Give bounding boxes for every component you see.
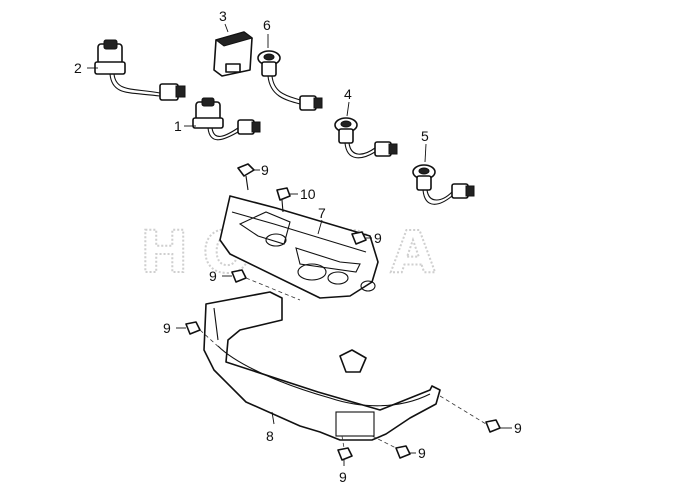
part-1-switch-harness (192, 97, 261, 141)
callout-5: 5 (421, 128, 429, 144)
leader-4 (346, 101, 350, 117)
callout-1: 1 (174, 118, 182, 134)
leader-5 (424, 143, 427, 163)
callout-9-right: 9 (374, 230, 382, 246)
bolt-9-bottom-right (439, 395, 501, 433)
callout-2: 2 (74, 60, 82, 76)
callout-10: 10 (300, 186, 316, 202)
part-3-switch (213, 31, 254, 77)
callout-9-mid: 9 (209, 268, 217, 284)
bolt-9-bottom (337, 435, 353, 461)
bolt-9-mid (231, 269, 301, 301)
callout-9-bottom-right: 9 (514, 420, 522, 436)
part-8-lower-cover (203, 291, 441, 441)
callout-6: 6 (263, 17, 271, 33)
callout-9-left: 9 (163, 320, 171, 336)
bolt-9-bottom-mid (371, 435, 411, 459)
part-4-socket-harness (334, 117, 398, 159)
part-7-switch-panel (219, 195, 379, 299)
part-6-socket-harness (257, 50, 323, 111)
leader-7 (317, 219, 323, 235)
callout-9-top: 9 (261, 162, 269, 178)
bolt-9-top (237, 163, 255, 191)
callout-9-bottom: 9 (339, 469, 347, 485)
callout-4: 4 (344, 86, 352, 102)
callout-7: 7 (318, 205, 326, 221)
part-5-socket-harness (412, 164, 475, 205)
part-2-switch-harness (94, 39, 186, 101)
callout-9-bottom-mid: 9 (418, 445, 426, 461)
callout-8: 8 (266, 428, 274, 444)
bolt-10 (276, 187, 291, 213)
leader-8 (271, 411, 275, 425)
leader-3 (224, 23, 229, 33)
bolt-9-left (185, 321, 223, 351)
bolt-9-right (351, 231, 367, 245)
callout-3: 3 (219, 8, 227, 24)
